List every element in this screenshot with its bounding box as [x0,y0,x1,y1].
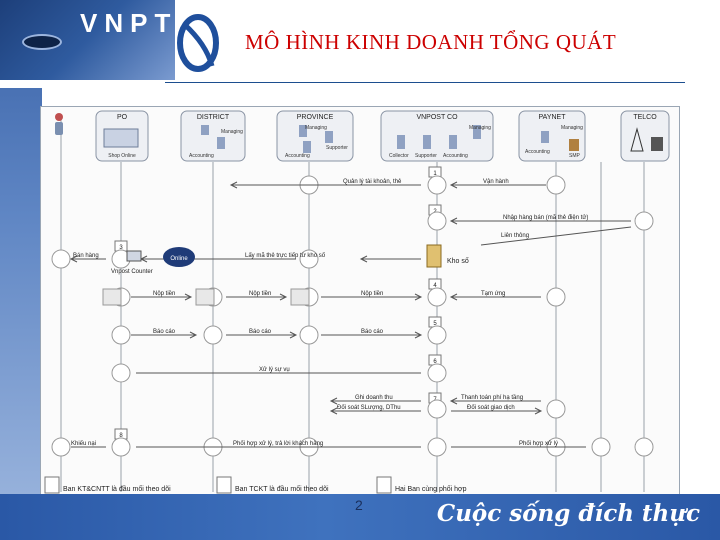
counter-terminal-icon [127,251,141,261]
lane-label-district: DISTRICT [197,114,230,121]
page-number: 2 [355,497,363,513]
legend-item-kt-cntt: Ban KT&CNTT là đầu mối theo dõi [63,484,171,493]
page-title: MÔ HÌNH KINH DOANH TỔNG QUÁT [245,30,616,55]
slogan: Cuộc sống đích thực [437,500,700,527]
lane-label-po: PO [117,114,128,121]
msg-van-hanh: Vận hành [483,179,509,185]
vnpt-swoosh-icon [176,14,220,72]
customer-actor-icon [55,113,63,135]
lane-paynet: PAYNET Managing Accounting SMP [519,111,585,161]
msg-doi-soat-gd: Đối soát giao dịch [467,405,515,411]
legend: Ban KT&CNTT là đầu mối theo dõi Ban TCKT… [45,477,467,493]
message-labels: Quản lý tài khoản, thẻ Vận hành Nhập hàn… [71,179,588,447]
lane-province: PROVINCE Managing Supporter Accounting [277,111,353,161]
lane-person: Accounting [285,153,310,159]
msg-xu-ly-su-vu: Xử lý sự vụ [259,366,290,373]
msg-kho-so: Kho số [447,256,469,265]
lane-district: DISTRICT Managing Accounting [181,111,245,161]
lane-person: Managing [561,125,583,131]
msg-nhap-hang: Nhập hàng bán (mã thẻ điện tử) [503,214,588,221]
lane-person: Managing [469,125,491,131]
online-cloud-icon: Online [163,247,195,267]
lane-label-province: PROVINCE [297,114,334,121]
vnpt-logo-text: VNPT [80,8,177,39]
legend-item-phoi-hop: Hai Ban cùng phối hợp [395,484,467,493]
msg-khieu-nai: Khiếu nại [71,441,96,447]
lane-person: Collector [389,153,409,159]
lane-person: Accounting [525,149,550,155]
lane-person: SMP [569,153,581,159]
msg-bao-cao: Báo cáo [361,329,384,335]
lane-label-paynet: PAYNET [539,114,567,121]
online-label: Online [170,256,188,262]
header-divider [165,82,685,83]
lane-person: Shop Online [108,153,136,159]
lane-person: Managing [221,129,243,135]
msg-ghi-doanh-thu: Ghi doanh thu [355,395,393,401]
msg-lay-ma: Lấy mã thẻ trực tiếp từ kho số [245,253,326,259]
lane-po: PO Shop Online [96,111,148,161]
lane-person: Accounting [189,153,214,159]
msg-doi-soat-sluong: Đối soát SLượng, DThu [337,405,401,411]
lane-person: Managing [305,125,327,131]
msg-lien-thong: Liên thông [501,233,529,239]
msg-thanh-toan-phi: Thanh toán phí hạ tầng [461,395,523,401]
msg-nop-tien: Nộp tiền [249,291,271,297]
msg-vnpost-counter: Vnpost Counter [111,269,153,275]
msg-ban-hang: Bán hàng [73,253,99,259]
lane-label-telco: TELCO [633,114,657,121]
msg-quan-ly: Quản lý tài khoản, thẻ [343,179,402,185]
legend-item-tckt: Ban TCKT là đầu mối theo dõi [235,484,329,493]
msg-phoi-hop-xu-ly: Phối hợp xử lý [519,440,558,447]
lane-person: Supporter [415,153,437,159]
msg-bao-cao: Báo cáo [153,329,176,335]
lane-person: Accounting [443,153,468,159]
lane-person: Supporter [326,145,348,151]
msg-bao-cao: Báo cáo [249,329,272,335]
msg-phoi-hop-tra-loi: Phối hợp xử lý, trả lời khách hàng [233,440,323,447]
eye-image-icon [22,34,62,50]
kho-so-server-icon [427,245,441,267]
msg-tam-ung: Tạm ứng [481,291,505,297]
msg-nop-tien: Nộp tiền [361,291,383,297]
business-model-diagram: PO Shop Online DISTRICT Managing Account… [40,106,680,500]
lane-telco: TELCO [621,111,669,161]
slide-header: VNPT MÔ HÌNH KINH DOANH TỔNG QUÁT [0,0,720,88]
lane-label-vnpost-co: VNPOST CO [416,114,458,121]
msg-nop-tien: Nộp tiền [153,291,175,297]
lane-vnpost-co: VNPOST CO Managing Collector Supporter A… [381,111,493,161]
sequence-diagram: PO Shop Online DISTRICT Managing Account… [41,107,679,499]
